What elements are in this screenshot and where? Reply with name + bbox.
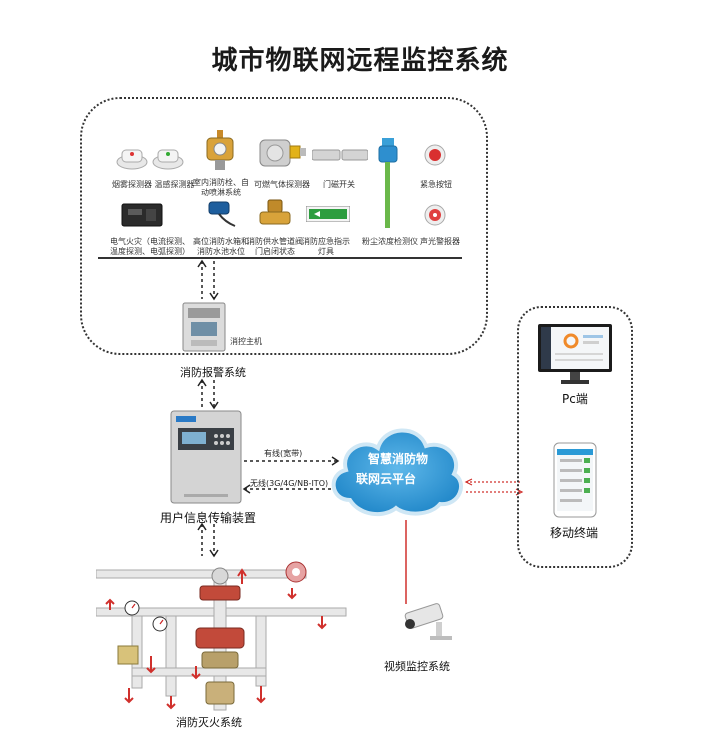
emergency-button-icon (424, 144, 446, 170)
device-label-emergency: 紧急按钮 (420, 180, 452, 189)
alarm-system-caption: 消防报警系统 (180, 366, 246, 379)
smoke-heat-detector-icon (114, 140, 188, 178)
alarm-system-container (80, 97, 488, 355)
device-label-sound-light: 声光警报器 (420, 237, 460, 246)
terminals-container (517, 306, 633, 568)
device-label-door: 门磁开关 (323, 180, 355, 189)
device-label-valve: 消防供水管道阀门启闭状态 (247, 237, 303, 257)
device-label-exit-sign: 消防应急指示灯具 (302, 237, 350, 257)
cloud-video-link (405, 520, 407, 604)
exit-sign-icon (305, 205, 351, 226)
hydrant-sprinkler-icon (203, 130, 237, 178)
dust-sensor-icon (376, 138, 398, 234)
wired-link-label: 有线(宽带) (264, 449, 303, 458)
device-divider (98, 257, 462, 259)
device-label-dust: 粉尘浓度检测仪 (362, 237, 418, 246)
electrical-fire-icon (120, 200, 164, 234)
transmission-device-icon (170, 410, 242, 508)
mobile-terminal-label: 移动终端 (550, 526, 599, 540)
surveillance-camera-icon (404, 603, 452, 640)
cloud-platform-icon (331, 428, 463, 517)
sound-light-alarm-icon (424, 204, 446, 230)
device-label-smoke-heat: 烟雾探测器 温感探测器 (112, 180, 195, 189)
transmission-to-extinguish-arrows (197, 522, 219, 558)
device-label-hydrant: 室内消防栓、自动喷淋系统 (193, 178, 249, 198)
transmission-cloud-links (242, 456, 340, 494)
mobile-phone-icon (553, 442, 597, 518)
extinguish-system-caption: 消防灭火系统 (176, 716, 242, 729)
gas-detector-icon (256, 136, 310, 174)
pc-terminal-label: Pc端 (562, 392, 588, 406)
cloud-label-line1: 智慧消防物 (368, 452, 429, 466)
wireless-link-label: 无线(3G/4G/NB-ITO) (250, 479, 329, 488)
device-label-valve-text: 消防供水管道阀门启闭状态 (247, 237, 303, 256)
pc-monitor-icon (538, 324, 612, 384)
page-title: 城市物联网远程监控系统 (211, 46, 509, 76)
door-magnet-icon (311, 146, 369, 168)
device-label-hydrant-text: 室内消防栓、自动喷淋系统 (193, 178, 249, 197)
transmission-device-caption: 用户信息传输装置 (160, 511, 257, 525)
video-system-caption: 视频监控系统 (384, 660, 450, 673)
device-label-exit-sign-text: 消防应急指示灯具 (302, 237, 350, 256)
host-link-arrows (197, 259, 219, 301)
device-label-water-level: 高位消防水箱和消防水池水位 (193, 237, 249, 257)
host-label: 消控主机 (230, 337, 262, 346)
device-label-water-level-text: 高位消防水箱和消防水池水位 (193, 237, 249, 256)
alarm-to-transmission-arrows (197, 378, 219, 410)
cloud-label-line2: 联网云平台 (356, 472, 417, 486)
fire-extinguishing-pipeline-icon (96, 561, 347, 711)
valve-icon (258, 198, 292, 234)
device-label-electrical: 电气火灾（电流探测、温度探测、电弧探测） (110, 237, 190, 257)
water-level-icon (205, 200, 239, 234)
device-label-gas: 可燃气体探测器 (254, 180, 310, 189)
fire-control-host-icon (182, 302, 226, 356)
cloud-terminal-links (464, 478, 524, 496)
device-label-electrical-text: 电气火灾（电流探测、温度探测、电弧探测） (110, 237, 190, 256)
